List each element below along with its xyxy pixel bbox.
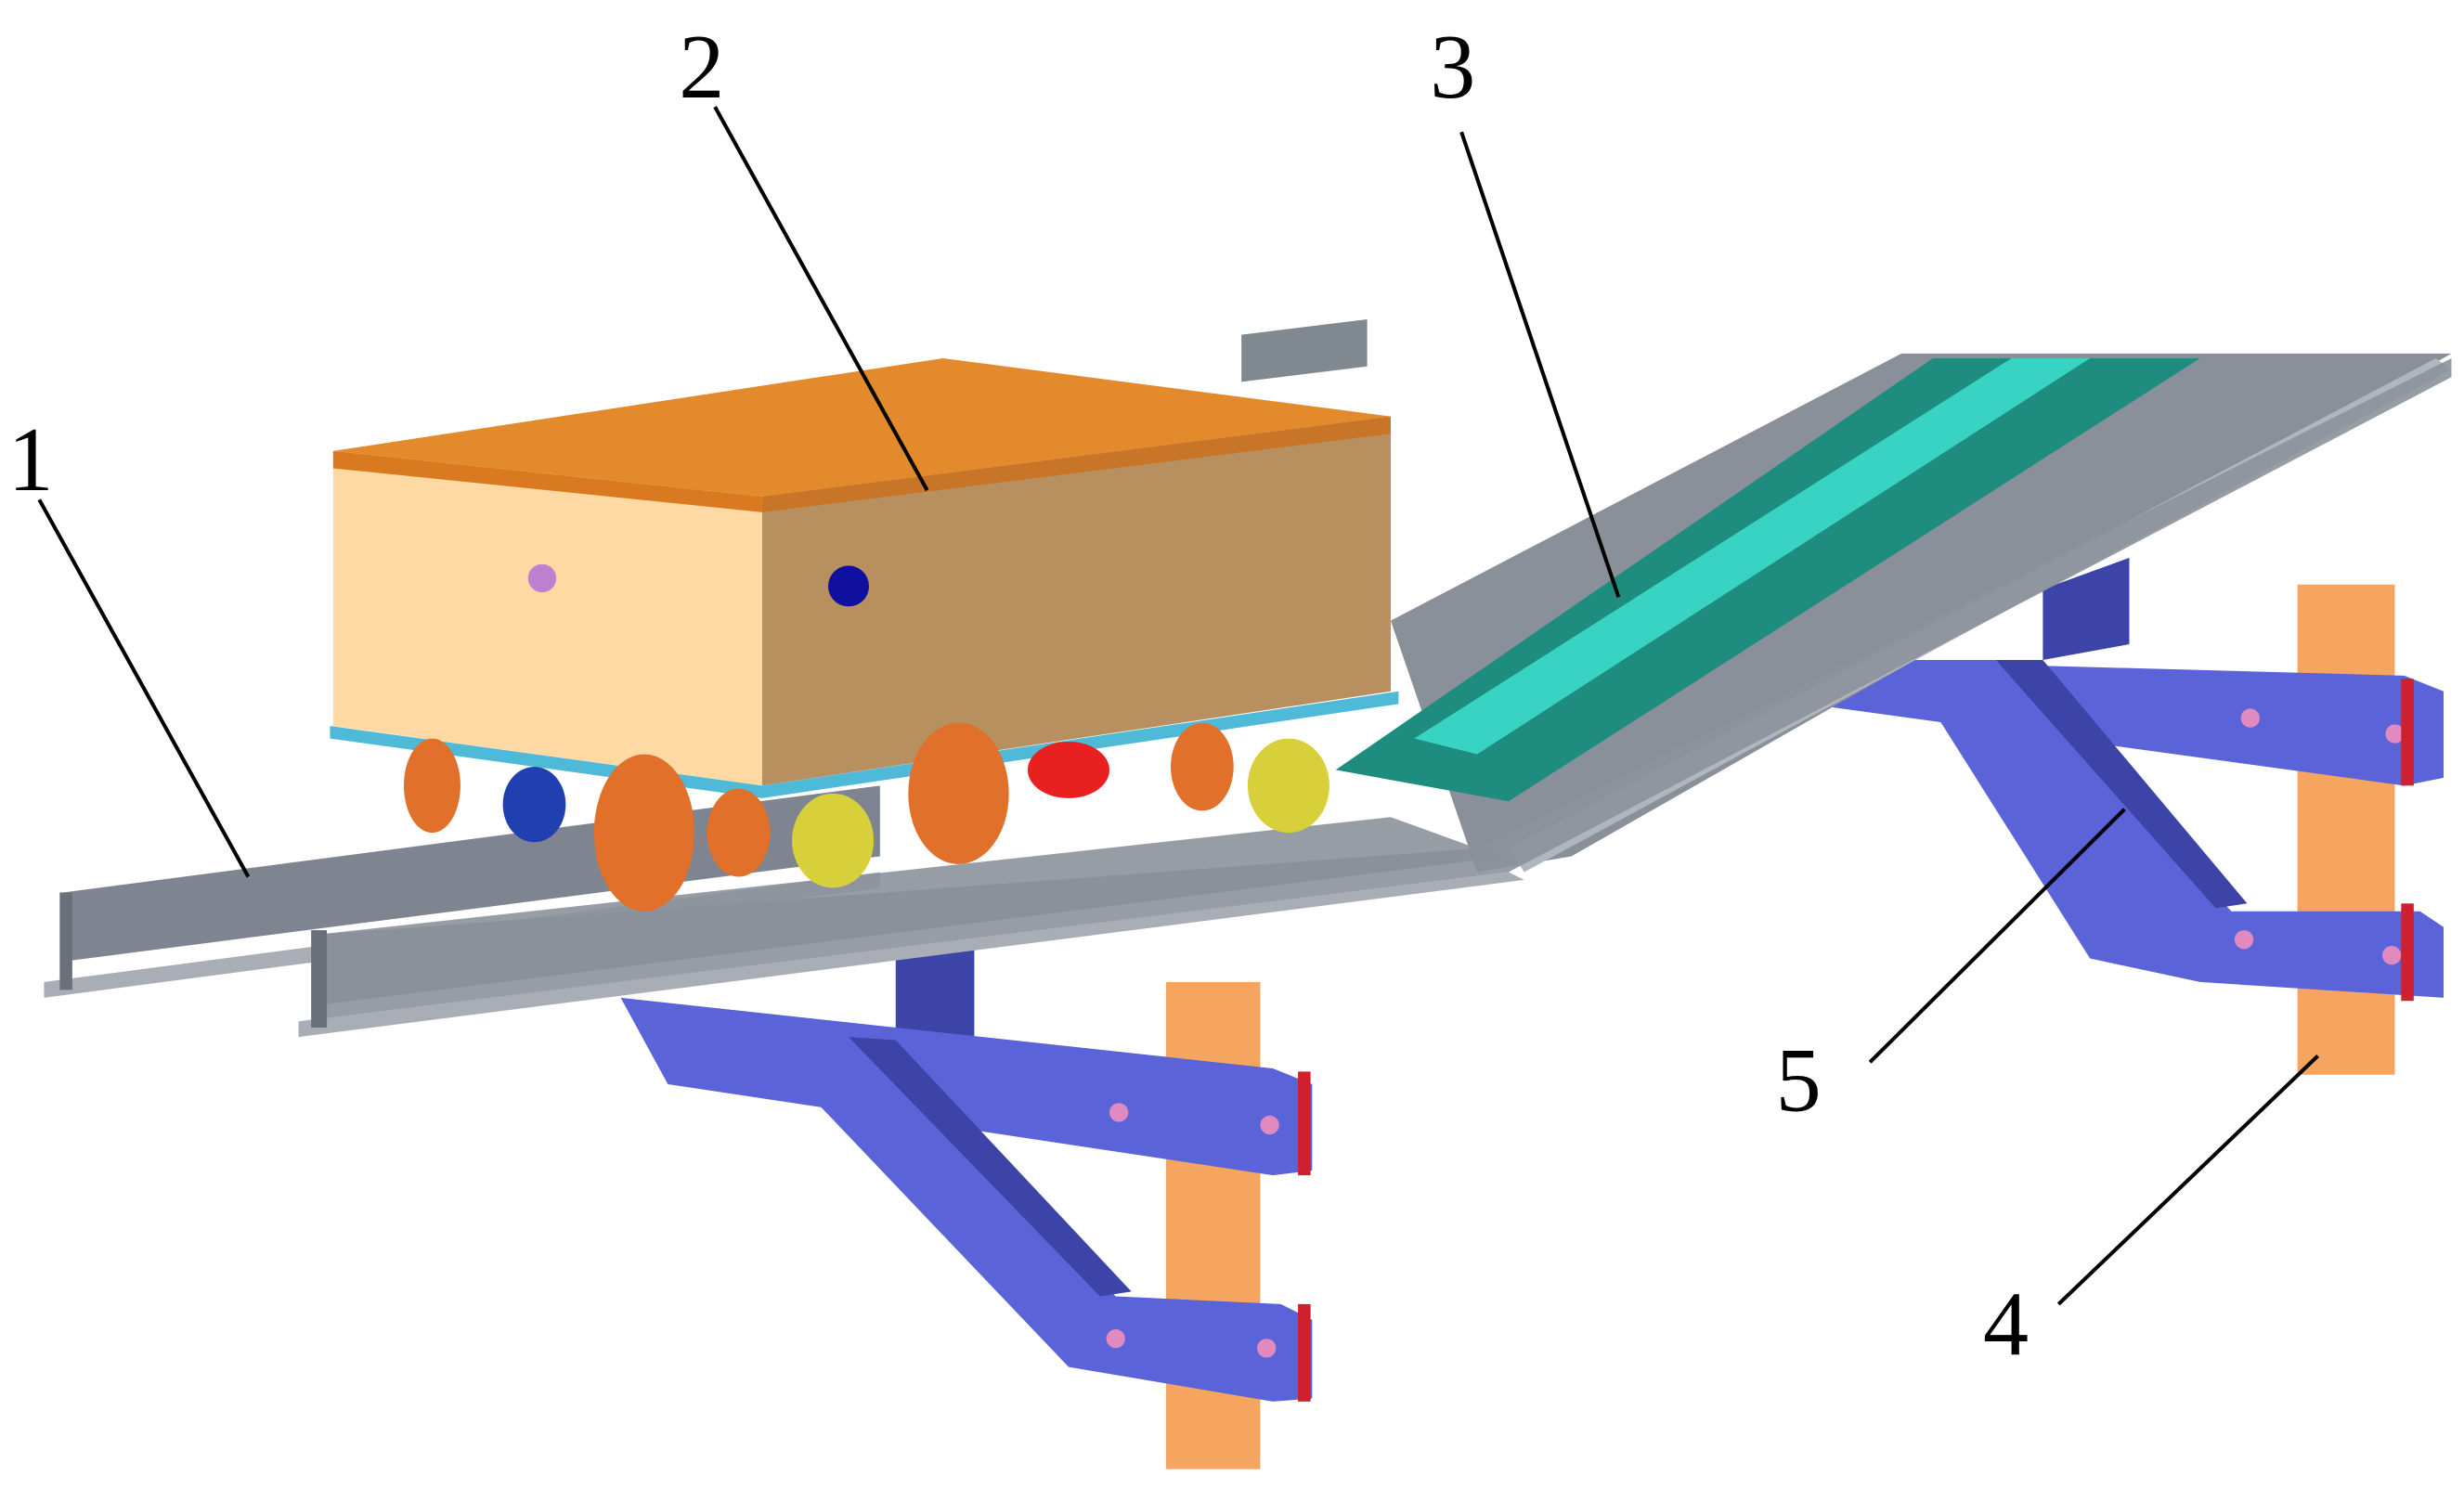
- leader-line-1: [37, 498, 251, 878]
- box-top: [332, 357, 1391, 497]
- callout-4: 4: [1983, 1275, 2029, 1375]
- callout-1: 1: [7, 410, 53, 511]
- nameplate: [1241, 318, 1368, 382]
- inclined-conveyor-ramp: [1335, 353, 2452, 873]
- right-support-bracket: [1830, 557, 2444, 1075]
- carrier-vehicle: [330, 318, 1399, 912]
- callout-3: 3: [1430, 18, 1475, 118]
- sensor-window: [828, 565, 870, 607]
- leader-line-2: [713, 106, 929, 492]
- leader-line-3: [1459, 131, 1621, 598]
- guide-rail-right: [298, 357, 2452, 1038]
- box-front: [332, 450, 762, 786]
- leader-line-5: [1868, 808, 2126, 1064]
- leader-line-4: [2056, 1055, 2319, 1306]
- callout-2: 2: [679, 18, 724, 118]
- left-support-bracket: [620, 942, 1313, 1469]
- wheel-assemblies: [403, 722, 1329, 912]
- wall-post-right: [2297, 584, 2395, 1075]
- callout-5: 5: [1776, 1031, 1822, 1132]
- box-side: [761, 416, 1391, 786]
